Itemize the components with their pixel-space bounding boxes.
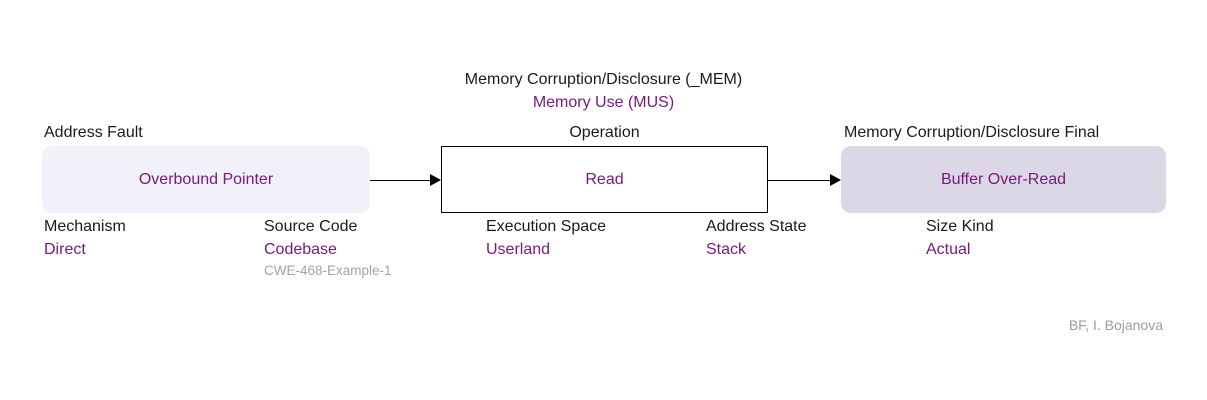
attr-source-code: Source Code Codebase CWE-468-Example-1: [264, 218, 392, 279]
attr-mechanism: Mechanism Direct: [44, 218, 126, 259]
node-label-final: Memory Corruption/Disclosure Final: [844, 124, 1100, 141]
arrow-line: [768, 179, 832, 182]
node-cause-box: Overbound Pointer: [42, 146, 370, 213]
attr-value: Actual: [926, 241, 971, 258]
attr-note: CWE-468-Example-1: [264, 263, 392, 278]
operation-value: Read: [585, 170, 624, 188]
cause-value: Overbound Pointer: [138, 170, 274, 188]
consequence-value: Buffer Over-Read: [940, 170, 1067, 188]
node-label-operation: Operation: [569, 124, 640, 141]
attr-name: Mechanism: [44, 218, 126, 235]
attr-value: Stack: [706, 241, 747, 258]
node-label-address-fault: Address Fault: [44, 124, 143, 141]
credit-text: BF, I. Bojanova: [1068, 317, 1163, 333]
diagram-title: Memory Corruption/Disclosure (_MEM) Memo…: [0, 68, 1207, 114]
arrow-line: [370, 179, 432, 182]
arrow-head-icon: [430, 174, 441, 186]
attr-name: Execution Space: [486, 218, 607, 235]
attr-name: Address State: [706, 218, 807, 235]
bug-class-name: Memory Use (MUS): [532, 94, 675, 111]
attr-name: Size Kind: [926, 218, 994, 235]
attr-address-state: Address State Stack: [706, 218, 807, 259]
bug-class-type: Memory Corruption/Disclosure (_MEM): [464, 71, 743, 88]
arrow-cause-to-operation: [370, 174, 441, 187]
attr-value: Userland: [486, 241, 551, 258]
attr-value: Codebase: [264, 241, 337, 258]
attr-size-kind: Size Kind Actual: [926, 218, 994, 259]
arrow-head-icon: [830, 174, 841, 186]
attr-execution-space: Execution Space Userland: [486, 218, 606, 259]
attr-name: Source Code: [264, 218, 358, 235]
node-consequence-box: Buffer Over-Read: [841, 146, 1166, 213]
arrow-operation-to-consequence: [768, 174, 841, 187]
attr-value: Direct: [44, 241, 86, 258]
node-operation-box: Read: [441, 146, 768, 213]
